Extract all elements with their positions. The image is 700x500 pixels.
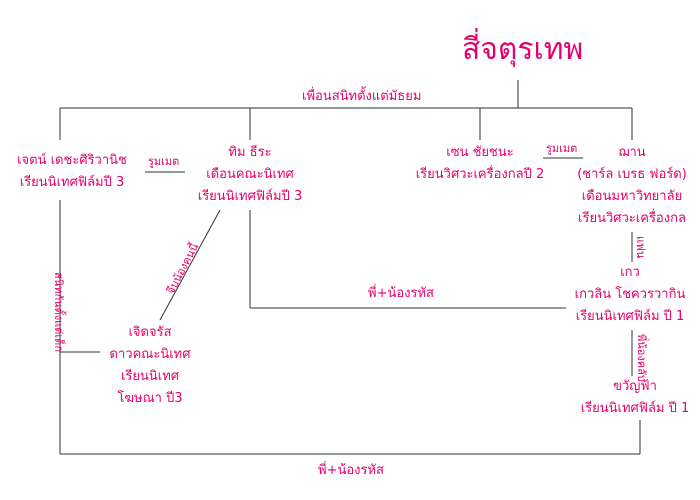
person-jit-major: เรียนนิเทศ: [120, 369, 180, 384]
person-jit-role: ดาวคณะนิเทศ: [109, 347, 191, 362]
label-boyfriend: แฟน: [634, 236, 647, 259]
person-nan-role: เดือนมหาวิทยาลัย: [581, 189, 683, 204]
person-jit: เจิดจรัส ดาวคณะนิเทศ เรียนนิเทศ โฆษณา ปี…: [100, 322, 200, 410]
person-zen: เซน ชัยชนะ เรียนวิศวะเครื่องกลปี 2: [410, 142, 550, 186]
person-tim-name: ทิม ธีระ: [228, 145, 272, 160]
person-jit-name: เจิดจรัส: [128, 325, 172, 340]
person-kwan-name: ขวัญฟ้า: [613, 379, 657, 394]
person-zen-detail: เรียนวิศวะเครื่องกลปี 2: [415, 167, 545, 182]
person-nan-detail: เรียนวิศวะเครื่องกล: [578, 211, 686, 226]
person-jade-detail: เรียนนิเทศฟิล์มปี 3: [19, 175, 125, 190]
person-tim: ทิม ธีระ เดือนคณะนิเทศ เรียนนิเทศฟิล์มปี…: [190, 142, 310, 208]
label-partner-short: พี่น้องคลับ: [635, 334, 648, 382]
person-jade-name: เจตน์ เดชะศิริวานิช: [17, 153, 127, 168]
label-childhood: สนิทกันตั้งแต่เด็ก: [52, 272, 65, 352]
diagram-title: สี่จตุรเทพ: [462, 32, 584, 67]
person-nan-alias: (ชาร์ล เบรธ ฟอร์ด): [577, 167, 687, 182]
person-nan-name: ฌาน: [618, 145, 646, 160]
person-kwan: ขวัญฟ้า เรียนนิเทศฟิล์ม ปี 1: [576, 376, 694, 420]
person-kaew-detail: เรียนนิเทศฟิล์ม ปี 1: [575, 309, 685, 324]
label-siblings-middle: พี่+น้องรหัส: [368, 286, 434, 301]
person-tim-detail: เรียนนิเทศฟิล์มปี 3: [197, 189, 303, 204]
person-zen-name: เซน ชัยชนะ: [446, 145, 514, 160]
label-friends-since-school: เพื่อนสนิทตั้งแต่มัธยม: [302, 89, 422, 104]
label-roommate-left: รูมเมต: [148, 155, 180, 168]
person-kwan-detail: เรียนนิเทศฟิล์ม ปี 1: [580, 401, 690, 416]
person-jade: เจตน์ เดชะศิริวานิช เรียนนิเทศฟิล์มปี 3: [12, 150, 132, 194]
person-kaew: เกว เกวลิน โชควรวากิน เรียนนิเทศฟิล์ม ปี…: [566, 262, 694, 328]
person-tim-role: เดือนคณะนิเทศ: [206, 167, 294, 182]
person-jit-detail: โฆษณา ปี3: [117, 391, 183, 406]
person-kaew-name: เกว: [620, 265, 640, 280]
person-nan: ฌาน (ชาร์ล เบรธ ฟอร์ด) เดือนมหาวิทยาลัย …: [570, 142, 694, 230]
person-kaew-fullname: เกวลิน โชควรวากิน: [574, 287, 686, 302]
label-siblings-bottom: พี่+น้องรหัส: [318, 463, 384, 478]
label-roommate-right: รูมเมต: [546, 142, 578, 155]
